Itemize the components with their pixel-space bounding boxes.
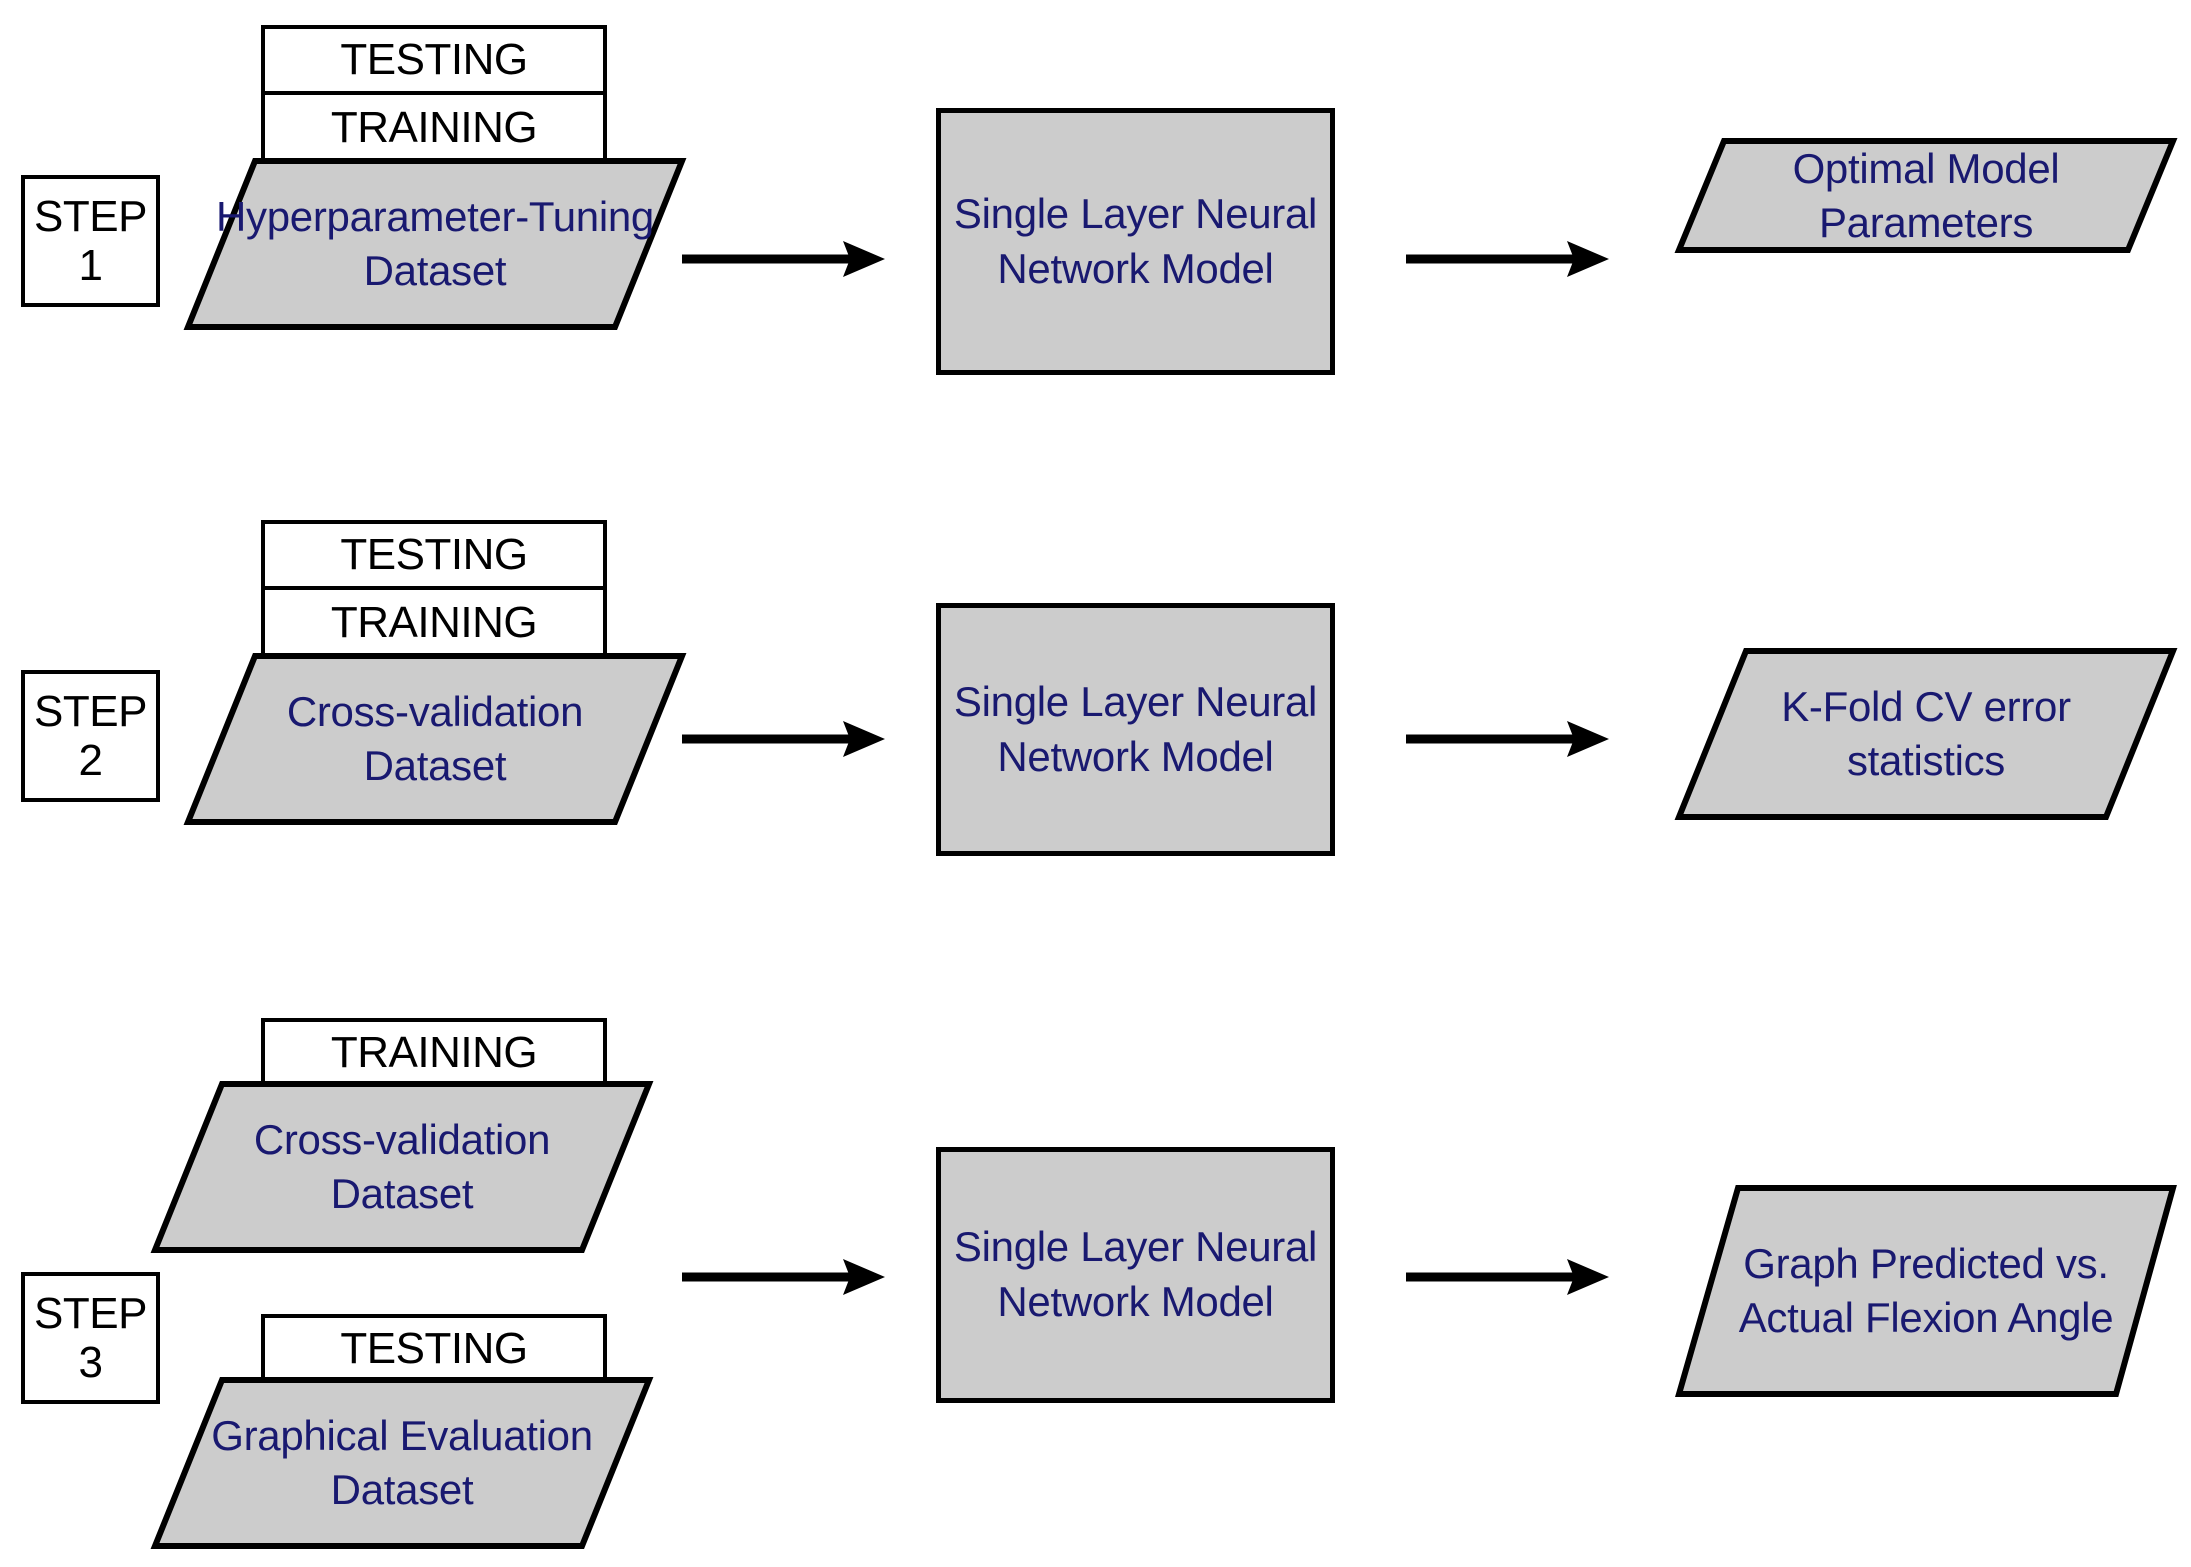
parallelogram-shape	[150, 1377, 654, 1549]
split-box-step1: TESTING TRAINING	[261, 25, 607, 165]
arrow-step2-model-to-output	[1404, 716, 1612, 762]
split-cell-training: TRAINING	[330, 1028, 538, 1077]
parallelogram-shape	[183, 653, 687, 825]
split-box-step3-training: TRAINING	[261, 1018, 607, 1088]
step-badge-label: STEP	[34, 191, 147, 241]
model-label-line2: Network Model	[997, 732, 1274, 780]
split-cell-testing: TESTING	[340, 1324, 528, 1373]
arrow-step1-model-to-output	[1404, 236, 1612, 282]
dataset-parallelogram-step3-eval: Graphical Evaluation Dataset	[150, 1377, 654, 1549]
step-badge-2: STEP 2	[21, 670, 160, 802]
model-label-line1: Single Layer Neural	[953, 189, 1318, 237]
step-badge-label: STEP	[34, 686, 147, 736]
split-cell-testing: TESTING	[265, 524, 603, 590]
model-label-line1: Single Layer Neural	[953, 1223, 1318, 1271]
model-label-line1: Single Layer Neural	[953, 677, 1318, 725]
arrow-step2-dataset-to-model	[680, 716, 888, 762]
arrow-step1-dataset-to-model	[680, 236, 888, 282]
model-label-line2: Network Model	[997, 244, 1274, 292]
dataset-parallelogram-step1: Hyperparameter-Tuning Dataset	[183, 158, 687, 330]
split-box-step2: TESTING TRAINING	[261, 520, 607, 660]
split-cell-training: TRAINING	[330, 598, 538, 647]
split-box-step3-testing: TESTING	[261, 1314, 607, 1384]
parallelogram-shape	[1674, 138, 2178, 253]
output-parallelogram-step1: Optimal Model Parameters	[1674, 138, 2178, 253]
arrow-step3-model-to-output	[1404, 1254, 1612, 1300]
parallelogram-shape	[150, 1081, 654, 1253]
step-badge-number: 1	[78, 241, 103, 290]
arrow-step3-dataset-to-model	[680, 1254, 888, 1300]
step-badge-1: STEP 1	[21, 175, 160, 307]
dataset-parallelogram-step2: Cross-validation Dataset	[183, 653, 687, 825]
step-badge-label: STEP	[34, 1288, 147, 1338]
model-box-step2: Single Layer Neural Network Model	[936, 603, 1335, 856]
split-cell-testing: TESTING	[265, 29, 603, 95]
step-badge-number: 3	[78, 1338, 103, 1387]
model-box-step1: Single Layer Neural Network Model	[936, 108, 1335, 375]
split-cell-training: TRAINING	[330, 103, 538, 152]
dataset-parallelogram-step3-cv: Cross-validation Dataset	[150, 1081, 654, 1253]
step-badge-number: 2	[78, 736, 103, 785]
output-parallelogram-step3: Graph Predicted vs. Actual Flexion Angle	[1675, 1185, 2177, 1397]
model-label-line2: Network Model	[997, 1278, 1274, 1325]
parallelogram-shape	[183, 158, 687, 330]
output-parallelogram-step2: K-Fold CV error statistics	[1674, 648, 2178, 820]
parallelogram-shape	[1674, 648, 2178, 820]
step-badge-3: STEP 3	[21, 1272, 160, 1404]
parallelogram-shape	[1675, 1185, 2177, 1397]
model-box-step3: Single Layer Neural Network Model	[936, 1147, 1335, 1403]
